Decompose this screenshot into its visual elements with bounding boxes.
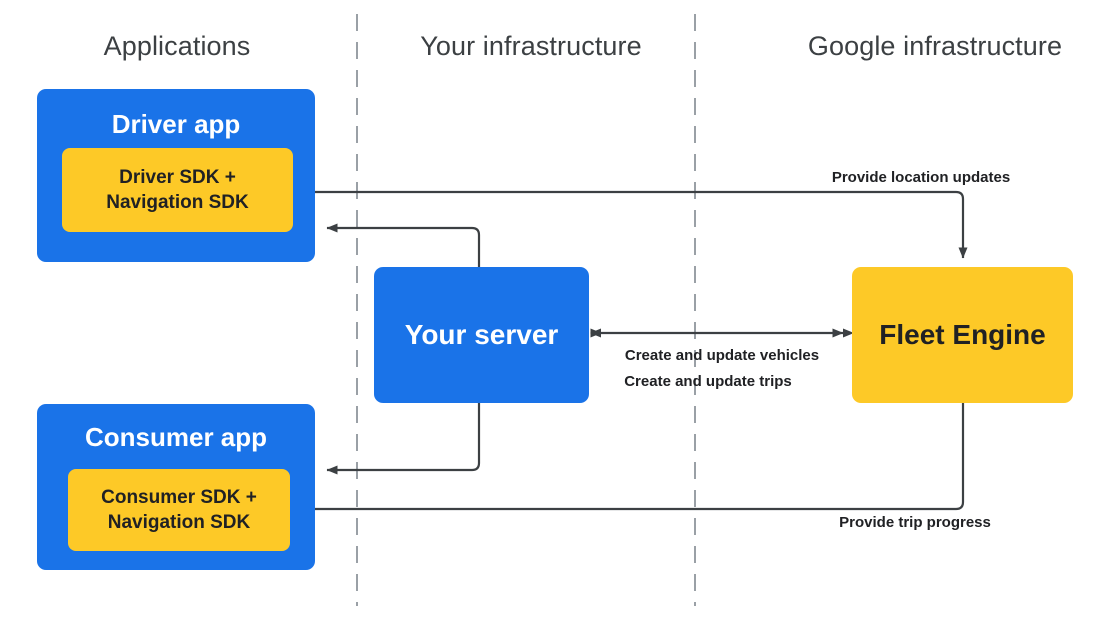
consumer-app-title: Consumer app bbox=[84, 422, 268, 452]
consumer-sdk-line-1: Consumer SDK + bbox=[101, 486, 257, 508]
edge-label-provide-trip-progress: Provide trip progress bbox=[839, 514, 991, 531]
node-fleet-engine[interactable]: Fleet Engine bbox=[852, 267, 1073, 403]
fleet-engine-label: Fleet Engine bbox=[879, 319, 1046, 350]
edge-driver-sdk-to-fleet-engine bbox=[293, 190, 968, 259]
edge-label-create-and-update-trips: Create and update trips bbox=[624, 373, 792, 390]
column-header-your-infrastructure: Your infrastructure bbox=[420, 31, 642, 61]
driver-sdk-line-1: Driver SDK + bbox=[119, 166, 236, 188]
node-driver-app[interactable]: Driver app Driver SDK + Navigation SDK bbox=[37, 89, 315, 262]
node-consumer-app[interactable]: Consumer app Consumer SDK + Navigation S… bbox=[37, 404, 315, 570]
column-header-applications: Applications bbox=[103, 31, 251, 61]
edge-your-server-fleet-engine-start-arrow bbox=[590, 328, 601, 338]
node-driver-sdk[interactable]: Driver SDK + Navigation SDK bbox=[62, 148, 293, 232]
node-your-server[interactable]: Your server bbox=[374, 267, 589, 403]
edge-fleet-engine-to-consumer-sdk bbox=[303, 403, 965, 514]
edge-your-server-to-driver-app bbox=[326, 223, 481, 267]
consumer-sdk-label: Consumer SDK + Navigation SDK bbox=[101, 485, 257, 535]
driver-app-title: Driver app bbox=[111, 109, 241, 139]
your-server-label: Your server bbox=[404, 319, 559, 350]
column-header-google-infrastructure: Google infrastructure bbox=[807, 31, 1063, 61]
consumer-sdk-line-2: Navigation SDK bbox=[107, 512, 251, 533]
driver-sdk-line-2: Navigation SDK bbox=[106, 192, 249, 213]
driver-sdk-label: Driver SDK + Navigation SDK bbox=[106, 165, 249, 215]
edge-label-provide-location-updates: Provide location updates bbox=[831, 169, 1011, 186]
node-consumer-sdk[interactable]: Consumer SDK + Navigation SDK bbox=[68, 469, 290, 551]
edge-label-create-and-update-vehicles: Create and update vehicles bbox=[624, 347, 820, 364]
edge-your-server-to-consumer-app bbox=[326, 403, 481, 475]
